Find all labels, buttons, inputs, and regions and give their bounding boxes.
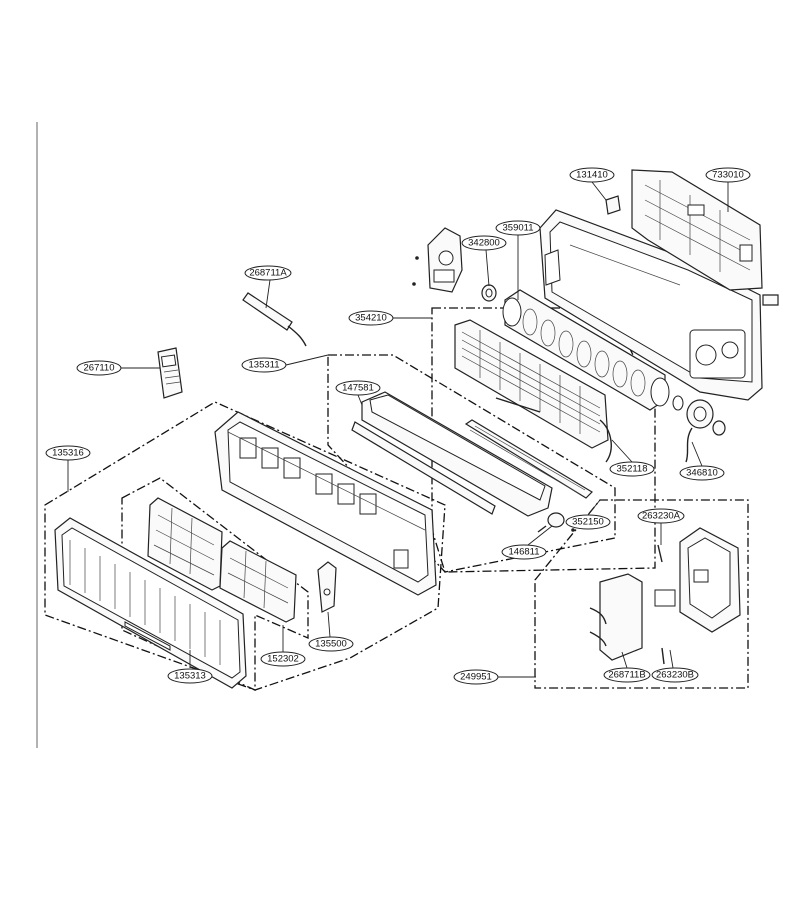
- callout-146811: 146811: [501, 544, 547, 560]
- fan-motor: [672, 395, 726, 463]
- svg-text:268711B: 268711B: [608, 670, 645, 681]
- callout-147581: 147581: [335, 380, 381, 396]
- svg-text:135313: 135313: [174, 671, 206, 682]
- bottom-bracket: [762, 294, 779, 306]
- callout-346810: 346810: [679, 465, 725, 481]
- callout-135313: 135313: [167, 668, 213, 684]
- vane-discharge-assembly: [351, 391, 593, 517]
- svg-text:263230B: 263230B: [656, 670, 694, 681]
- callout-135311: 135311: [241, 357, 287, 373]
- screw: [412, 282, 416, 286]
- callout-135316: 135316: [45, 445, 91, 461]
- svg-text:352118: 352118: [617, 464, 648, 475]
- svg-text:131410: 131410: [576, 170, 608, 181]
- front-grille: [54, 517, 247, 689]
- callout-268711B: 268711B: [603, 667, 651, 683]
- screw: [415, 256, 419, 260]
- cross-flow-fan: [502, 289, 670, 411]
- control-box: [654, 527, 741, 633]
- step-motor: [537, 512, 565, 533]
- callout-352118: 352118: [609, 461, 655, 477]
- svg-text:135316: 135316: [52, 448, 84, 459]
- callout-263230B: 263230B: [651, 667, 699, 683]
- callout-131410: 131410: [569, 167, 615, 183]
- bearing: [481, 284, 497, 302]
- svg-text:146811: 146811: [509, 547, 540, 558]
- svg-text:135500: 135500: [315, 639, 347, 650]
- callout-352150: 352150: [565, 514, 611, 530]
- evaporator-coil: [454, 319, 612, 463]
- callout-249951: 249951: [453, 669, 499, 685]
- callout-354210: 354210: [348, 310, 394, 326]
- remote-controller: [157, 347, 183, 399]
- fuse-holder: [661, 647, 665, 665]
- svg-text:267110: 267110: [84, 363, 115, 374]
- svg-text:249951: 249951: [460, 672, 492, 683]
- svg-text:342800: 342800: [468, 238, 500, 249]
- cover-plate: [317, 561, 337, 613]
- group-outline-vane: [327, 354, 616, 573]
- svg-text:152302: 152302: [267, 654, 299, 665]
- svg-text:359011: 359011: [503, 223, 534, 234]
- chassis-back-cabinet: [539, 209, 763, 401]
- svg-text:263230A: 263230A: [642, 511, 681, 522]
- callout-733010: 733010: [705, 167, 751, 183]
- installation-plate: [631, 169, 763, 291]
- svg-text:135311: 135311: [249, 360, 280, 371]
- svg-text:268711A: 268711A: [249, 268, 287, 279]
- clip-bracket: [605, 195, 621, 215]
- pcb-assembly: [589, 573, 643, 661]
- svg-text:147581: 147581: [342, 383, 374, 394]
- svg-text:733010: 733010: [712, 170, 744, 181]
- leader-lines: [67, 181, 729, 678]
- svg-text:352150: 352150: [572, 517, 604, 528]
- screw: [571, 528, 575, 532]
- air-filter-right: [219, 540, 297, 623]
- callout-263230A: 263230A: [637, 508, 685, 524]
- front-panel-frame: [214, 411, 437, 596]
- sensor-assembly: [242, 292, 307, 347]
- svg-text:346810: 346810: [686, 468, 718, 479]
- callout-359011: 359011: [495, 220, 541, 236]
- svg-text:354210: 354210: [355, 313, 387, 324]
- fuse-holder: [657, 544, 663, 563]
- callout-135500: 135500: [308, 636, 354, 652]
- callout-268711A: 268711A: [244, 265, 292, 281]
- callout-342800: 342800: [461, 235, 507, 251]
- callout-152302: 152302: [260, 651, 306, 667]
- bearing-holder: [427, 227, 463, 293]
- callout-267110: 267110: [76, 360, 122, 376]
- group-outline-filter: [121, 477, 309, 692]
